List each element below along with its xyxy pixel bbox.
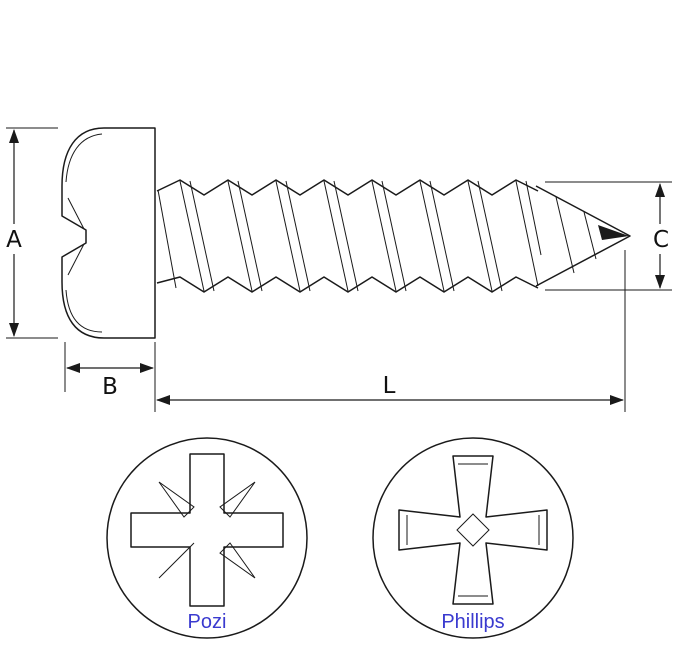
tip-thread-line-2 [583,211,597,260]
screw-head-outline [61,127,156,339]
screw-tip [535,185,631,287]
phillips-cross-outline [398,455,548,605]
screw-head [61,127,156,339]
dim-l-label-backing [377,372,401,396]
phillips-wing-depth-lines [406,463,540,597]
dim-a-label-backing [2,224,27,254]
thread-silhouette-bottom [156,276,539,293]
pozi-circle [106,437,308,639]
thread-silhouette-top [156,179,539,196]
dimension-l: L [156,250,626,412]
dim-b-label: B [102,374,118,400]
pozi-tick-wedges [158,481,256,579]
dimension-c: C [545,181,674,291]
dim-l-label: L [383,373,396,399]
tip-thread-line-1 [555,196,575,274]
tip-end-facet [598,225,629,240]
thread-helix-lines [157,180,542,292]
phillips-drive-view: Phillips [372,437,574,639]
screw-side-view [61,127,631,339]
phillips-center-diamond [456,513,490,547]
dim-a-label: A [6,227,22,253]
tip-cone-outline [535,185,631,287]
head-dome-contour-top [65,133,103,183]
head-dome-contour-bottom [65,289,103,333]
dimension-b: B [64,342,156,412]
pozi-label: Pozi [188,611,227,633]
head-recess-line-lower [67,243,85,276]
dim-c-label: C [653,227,669,253]
dim-c-label-backing [647,224,674,254]
head-recess-line-upper [67,197,85,230]
pozi-cross-outline [130,453,284,607]
phillips-label: Phillips [441,611,504,633]
phillips-circle [372,437,574,639]
dimension-a: A [2,127,58,339]
pozi-drive-view: Pozi [106,437,308,639]
screw-shank [156,179,542,293]
